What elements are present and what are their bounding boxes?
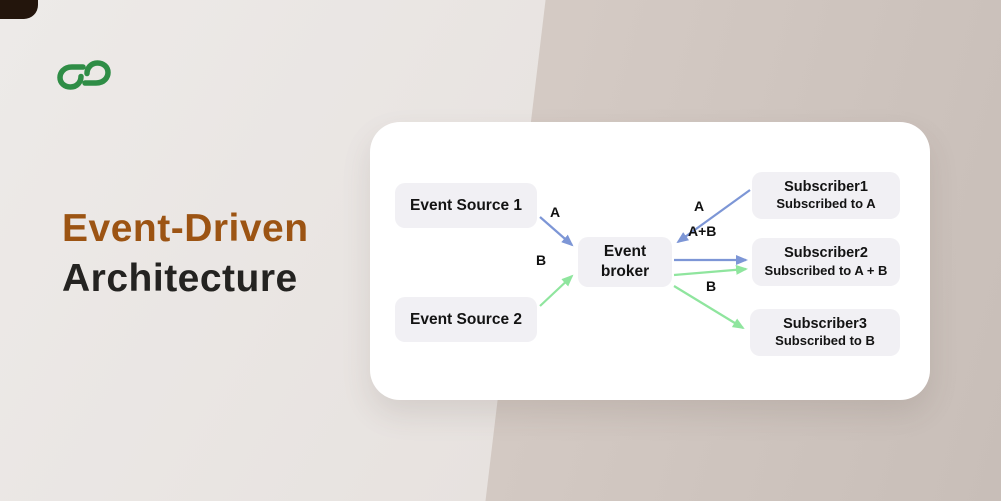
edge-broker-to-subscriber2-green [673, 264, 748, 277]
node-subscriber-3-subtitle: Subscribed to B [775, 333, 875, 349]
node-event-broker: Event broker [578, 237, 672, 287]
node-subscriber-2-title: Subscriber2 [784, 245, 868, 262]
node-subscriber-3-title: Subscriber3 [783, 315, 867, 332]
corner-accent [0, 0, 38, 19]
page-title: Event-Driven Architecture [62, 204, 309, 304]
node-subscriber-1-subtitle: Subscribed to A [776, 196, 876, 212]
title-line-dark: Architecture [62, 257, 298, 300]
node-subscriber-2: Subscriber2 Subscribed to A + B [752, 238, 900, 286]
geeksforgeeks-logo [56, 55, 112, 95]
diagram-edges [539, 189, 751, 330]
edge-broker-to-subscriber3 [673, 285, 745, 330]
edge-label-a-source1: A [550, 204, 561, 220]
edge-label-a-subscriber1: A [694, 198, 705, 214]
node-event-source-2: Event Source 2 [395, 297, 537, 342]
node-subscriber-2-subtitle: Subscribed to A + B [764, 262, 888, 278]
geeksforgeeks-logo-icon [57, 60, 111, 90]
edge-source1-to-broker [539, 216, 574, 247]
edge-label-b-source2: B [536, 252, 547, 268]
edge-label-b-subscriber3: B [706, 278, 717, 294]
edge-label-a-plus-b-subscriber2: A+B [688, 223, 717, 239]
node-subscriber-1: Subscriber1 Subscribed to A [752, 172, 900, 219]
edge-subscriber1-to-broker [676, 189, 751, 244]
node-event-source-1: Event Source 1 [395, 183, 537, 228]
node-event-source-2-label: Event Source 2 [410, 310, 522, 328]
node-event-source-1-label: Event Source 1 [410, 196, 522, 214]
node-subscriber-3: Subscriber3 Subscribed to B [750, 309, 900, 356]
node-event-broker-label: Event broker [600, 242, 650, 280]
title-line-accent: Event-Driven [62, 207, 309, 250]
node-subscriber-1-title: Subscriber1 [784, 178, 868, 195]
diagram-card: Event Source 1 Event Source 2 Event brok… [370, 122, 930, 400]
edge-source2-to-broker [539, 274, 574, 307]
